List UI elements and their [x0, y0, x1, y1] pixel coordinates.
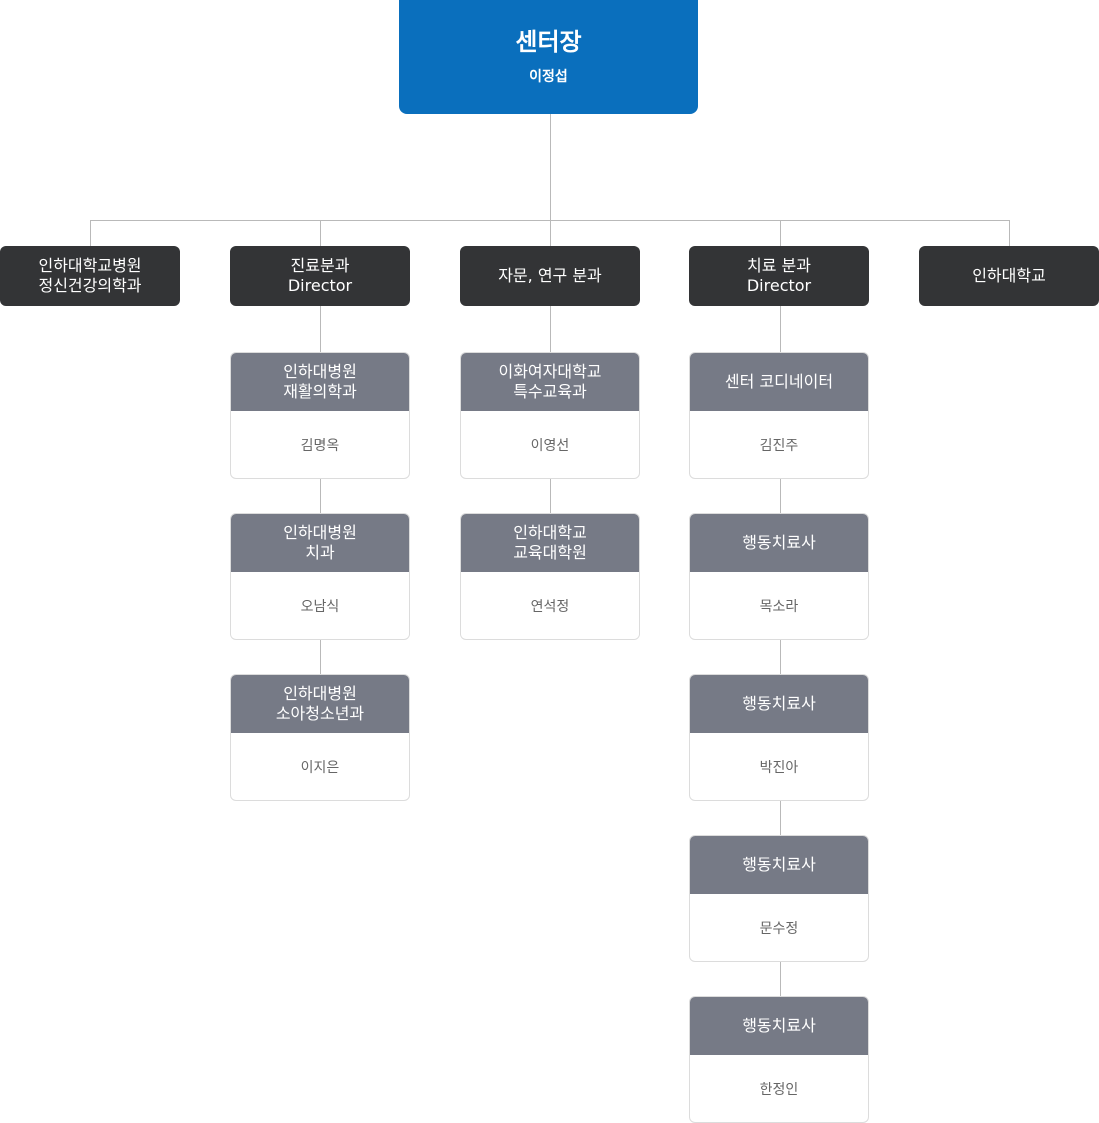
- member-name: 한정인: [759, 1081, 799, 1098]
- member-role-line: 인하대병원: [283, 362, 357, 381]
- connector-col3: [550, 478, 551, 513]
- member-card: 인하대병원 재활의학과 김명옥: [230, 352, 410, 479]
- dept-clinical: 진료분과 Director: [230, 246, 410, 306]
- member-role-line: 이화여자대학교: [498, 362, 602, 381]
- dept-label-line: Director: [746, 276, 812, 295]
- member-role-line: 재활의학과: [283, 382, 357, 401]
- member-card: 행동치료사 한정인: [689, 996, 869, 1123]
- member-role: 행동치료사: [690, 675, 868, 733]
- connector-col4: [780, 306, 781, 352]
- dept-label-line: 진료분과: [290, 256, 350, 275]
- member-role-line: 인하대학교: [513, 523, 587, 542]
- member-card: 행동치료사 목소라: [689, 513, 869, 640]
- connector-col2: [320, 306, 321, 352]
- member-role-line: 소아청소년과: [275, 704, 365, 723]
- member-role-line: 행동치료사: [742, 533, 816, 552]
- member-role-line: 인하대병원: [283, 523, 357, 542]
- member-role: 센터 코디네이터: [690, 353, 868, 411]
- member-name: 오남식: [300, 598, 340, 615]
- connector-dept-4: [780, 220, 781, 246]
- connector-col2: [320, 478, 321, 513]
- member-role: 인하대병원 치과: [231, 514, 409, 572]
- dept-label-line: Director: [287, 276, 353, 295]
- dept-label-line: 치료 분과: [747, 256, 811, 275]
- connector-col4: [780, 800, 781, 835]
- connector-dept-5: [1009, 220, 1010, 246]
- member-card: 행동치료사 문수정: [689, 835, 869, 962]
- dept-inha-university: 인하대학교: [919, 246, 1099, 306]
- connector-root-down: [550, 114, 551, 220]
- member-role-line: 행동치료사: [742, 855, 816, 874]
- member-name: 목소라: [759, 598, 799, 615]
- director-node: 센터장 이정섭: [399, 0, 698, 114]
- member-card: 이화여자대학교 특수교육과 이영선: [460, 352, 640, 479]
- connector-col4: [780, 961, 781, 996]
- member-role-line: 행동치료사: [742, 694, 816, 713]
- connector-dept-1: [90, 220, 91, 246]
- member-name: 김진주: [759, 437, 799, 454]
- member-role-line: 교육대학원: [513, 543, 587, 562]
- connector-dept-3: [550, 220, 551, 246]
- member-role-line: 인하대병원: [283, 684, 357, 703]
- member-role: 행동치료사: [690, 836, 868, 894]
- member-role: 인하대학교 교육대학원: [461, 514, 639, 572]
- director-title: 센터장: [515, 28, 582, 56]
- connector-col4: [780, 478, 781, 513]
- member-card: 인하대병원 소아청소년과 이지은: [230, 674, 410, 801]
- member-name: 문수정: [759, 920, 799, 937]
- member-card: 센터 코디네이터 김진주: [689, 352, 869, 479]
- member-role-line: 센터 코디네이터: [724, 372, 834, 391]
- member-name: 박진아: [759, 759, 799, 776]
- member-card: 행동치료사 박진아: [689, 674, 869, 801]
- member-role-line: 특수교육과: [513, 382, 587, 401]
- member-name: 김명옥: [300, 437, 340, 454]
- dept-inha-psychiatry: 인하대학교병원 정신건강의학과: [0, 246, 180, 306]
- member-role: 행동치료사: [690, 514, 868, 572]
- dept-label-line: 인하대학교: [972, 266, 1046, 285]
- member-role: 인하대병원 재활의학과: [231, 353, 409, 411]
- member-card: 인하대병원 치과 오남식: [230, 513, 410, 640]
- director-name: 이정섭: [529, 69, 568, 85]
- member-role-line: 치과: [305, 543, 335, 562]
- dept-advisory-research: 자문, 연구 분과: [460, 246, 640, 306]
- member-role: 인하대병원 소아청소년과: [231, 675, 409, 733]
- connector-col3: [550, 306, 551, 352]
- dept-label-line: 인하대학교병원: [38, 256, 142, 275]
- connector-col2: [320, 639, 321, 674]
- member-name: 연석정: [530, 598, 570, 615]
- connector-col4: [780, 639, 781, 674]
- member-role: 행동치료사: [690, 997, 868, 1055]
- dept-label-line: 정신건강의학과: [38, 276, 142, 295]
- member-name: 이지은: [300, 759, 340, 776]
- member-name: 이영선: [530, 437, 570, 454]
- dept-label-line: 자문, 연구 분과: [498, 266, 602, 285]
- dept-therapy: 치료 분과 Director: [689, 246, 869, 306]
- member-card: 인하대학교 교육대학원 연석정: [460, 513, 640, 640]
- member-role-line: 행동치료사: [742, 1016, 816, 1035]
- member-role: 이화여자대학교 특수교육과: [461, 353, 639, 411]
- connector-dept-2: [320, 220, 321, 246]
